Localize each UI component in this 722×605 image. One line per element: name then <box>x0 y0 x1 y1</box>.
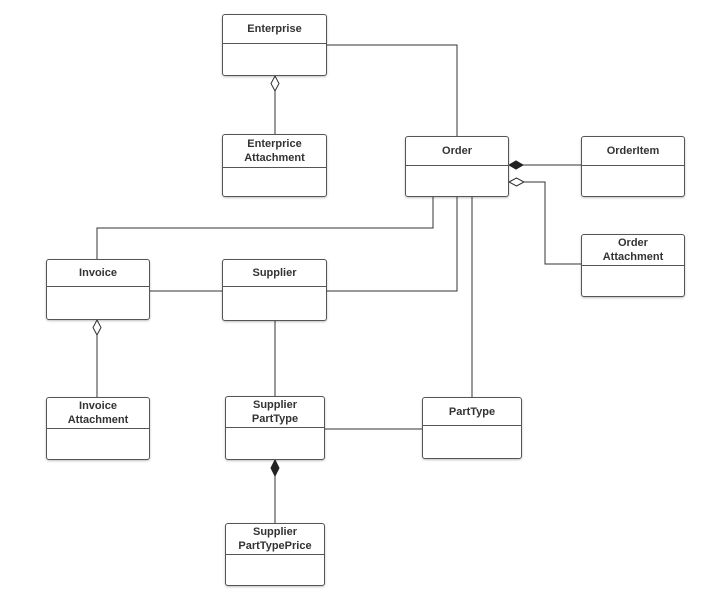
class-order-title: Order <box>406 137 508 166</box>
edge-order-invoice <box>96 197 434 259</box>
edge-order-supplier <box>327 197 458 292</box>
class-enterprise-title: Enterprise <box>223 15 326 44</box>
class-order-attachment-title: Order Attachment <box>582 235 684 266</box>
class-enterprice-attachment-title: Enterprice Attachment <box>223 135 326 168</box>
class-invoice[interactable]: Invoice <box>46 259 150 320</box>
class-enterprice-attachment[interactable]: Enterprice Attachment <box>222 134 327 197</box>
composition-diamond-order <box>507 160 525 170</box>
class-supplier-parttypeprice-title: Supplier PartTypePrice <box>226 524 324 555</box>
class-invoice-attachment-title: Invoice Attachment <box>47 398 149 429</box>
class-parttype[interactable]: PartType <box>422 397 522 459</box>
class-invoice-title: Invoice <box>47 260 149 287</box>
edge-enterprise-order <box>327 44 458 136</box>
aggregation-diamond-order <box>507 177 526 187</box>
composition-diamond-supplierparttype <box>270 458 280 478</box>
class-orderitem[interactable]: OrderItem <box>581 136 685 197</box>
class-supplier[interactable]: Supplier <box>222 259 327 321</box>
class-supplier-parttypeprice[interactable]: Supplier PartTypePrice <box>225 523 325 586</box>
class-orderitem-title: OrderItem <box>582 137 684 166</box>
edge-order-attachment <box>524 181 581 265</box>
class-parttype-title: PartType <box>423 398 521 426</box>
aggregation-diamond-invoice <box>92 318 102 337</box>
class-supplier-parttype[interactable]: Supplier PartType <box>225 396 325 460</box>
class-enterprise[interactable]: Enterprise <box>222 14 327 76</box>
class-invoice-attachment[interactable]: Invoice Attachment <box>46 397 150 460</box>
aggregation-diamond-enterprise <box>270 74 280 93</box>
class-supplier-parttype-title: Supplier PartType <box>226 397 324 428</box>
class-order-attachment[interactable]: Order Attachment <box>581 234 685 297</box>
class-supplier-title: Supplier <box>223 260 326 287</box>
class-order[interactable]: Order <box>405 136 509 197</box>
